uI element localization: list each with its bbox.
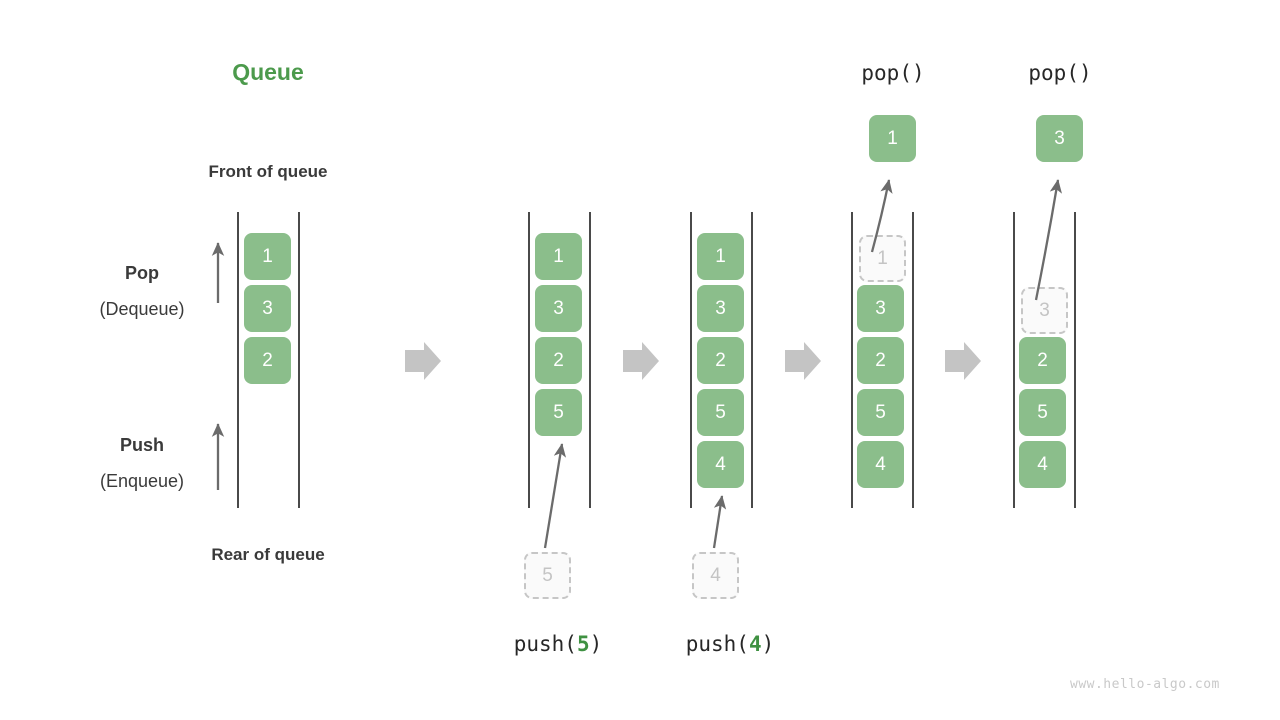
rear-of-queue-label: Rear of queue (211, 545, 325, 564)
push-4-arrow (712, 495, 727, 549)
queue-cell: 3 (535, 285, 582, 332)
push-label-title: Push (119, 435, 164, 455)
pop-3-arrow (1034, 179, 1063, 301)
queue-cell: 5 (697, 389, 744, 436)
incoming-element-ghost: 4 (692, 552, 739, 599)
push-label-subtitle: (Enqueue) (99, 471, 185, 491)
popped-slot-ghost: 1 (859, 235, 906, 282)
queue-cell: 4 (1019, 441, 1066, 488)
queue-cell: 5 (857, 389, 904, 436)
watermark-label: www.hello-algo.com (1070, 677, 1220, 692)
push-4-suffix: ) (761, 632, 775, 656)
push-4-prefix: push( (685, 632, 749, 656)
push-5-arrow (543, 443, 567, 549)
queue-cell: 3 (697, 285, 744, 332)
queue-rail-right-col3 (751, 212, 753, 508)
step-arrow-4 (945, 342, 981, 380)
popped-element: 1 (869, 115, 916, 162)
incoming-element-ghost: 5 (524, 552, 571, 599)
queue-cell: 2 (697, 337, 744, 384)
queue-cell: 3 (857, 285, 904, 332)
queue-rail-right-col1 (298, 212, 300, 508)
popped-element: 3 (1036, 115, 1083, 162)
queue-cell: 2 (857, 337, 904, 384)
queue-cell: 2 (1019, 337, 1066, 384)
queue-cell: 2 (244, 337, 291, 384)
queue-cell: 2 (535, 337, 582, 384)
front-of-queue-label: Front of queue (208, 162, 328, 181)
queue-rail-right-col4 (912, 212, 914, 508)
queue-rail-left-col3 (690, 212, 692, 508)
queue-cell: 1 (244, 233, 291, 280)
pop-operation-label-2: pop() (1028, 61, 1092, 85)
queue-rail-left-col1 (237, 212, 239, 508)
pop-label-title: Pop (125, 263, 159, 283)
push-5-prefix: push( (513, 632, 577, 656)
queue-rail-right-col5 (1074, 212, 1076, 508)
queue-cell: 1 (697, 233, 744, 280)
queue-rail-left-col2 (528, 212, 530, 508)
queue-cell: 4 (857, 441, 904, 488)
push-4-value: 4 (748, 632, 762, 656)
push-5-operation-label: push(5) (478, 634, 638, 655)
pop-operation-label-1: pop() (861, 61, 925, 85)
popped-slot-ghost: 3 (1021, 287, 1068, 334)
diagram-title: Queue (232, 59, 304, 85)
pop-label-subtitle: (Dequeue) (99, 299, 185, 319)
step-arrow-1 (405, 342, 441, 380)
queue-cell: 4 (697, 441, 744, 488)
queue-cell: 5 (535, 389, 582, 436)
queue-rail-left-col4 (851, 212, 853, 508)
queue-cell: 1 (535, 233, 582, 280)
queue-cell: 5 (1019, 389, 1066, 436)
queue-rail-left-col5 (1013, 212, 1015, 508)
push-4-operation-label: push(4) (650, 634, 810, 655)
step-arrow-2 (623, 342, 659, 380)
push-5-value: 5 (576, 632, 590, 656)
push-5-suffix: ) (589, 632, 603, 656)
queue-cell: 3 (244, 285, 291, 332)
step-arrow-3 (785, 342, 821, 380)
queue-rail-right-col2 (589, 212, 591, 508)
